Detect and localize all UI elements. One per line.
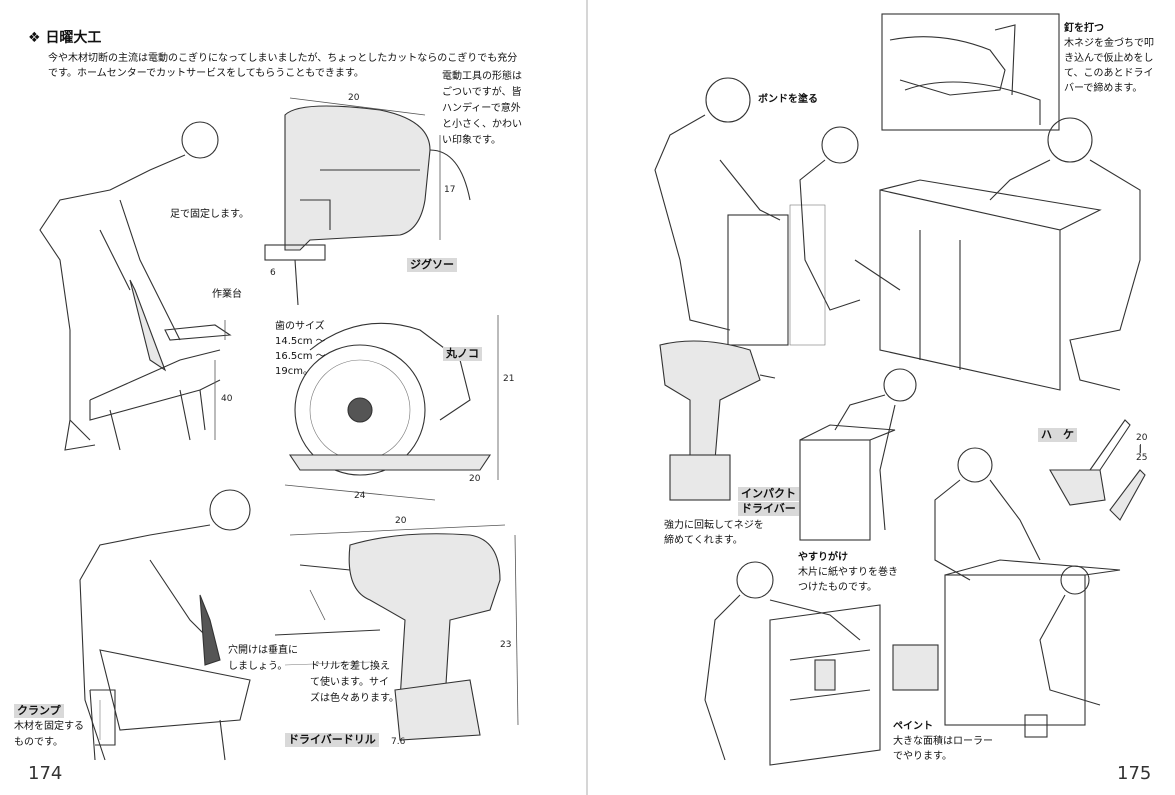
dim-saw-width: 24 xyxy=(354,491,366,501)
label-brush: ハ ケ xyxy=(1038,428,1077,442)
label-jigsaw: ジグソー xyxy=(407,258,457,272)
note-foot: 足で固定します。 xyxy=(170,209,249,220)
note-bits-2: て使います。サイ xyxy=(310,677,389,688)
page-number-left: 174 xyxy=(28,763,63,784)
hammer-inset-illustration xyxy=(881,13,1060,131)
impact-driver-illustration xyxy=(659,340,776,501)
circular-saw-illustration xyxy=(284,315,499,501)
intro-line-1: 今や木材切断の主流は電動のこぎりになってしまいましたが、ちょっとしたカットならの… xyxy=(48,53,518,64)
note-impact-2: 締めてくれます。 xyxy=(664,535,743,546)
note-bits-1: ドリルを差し換え xyxy=(310,661,390,672)
note-nail-3: て、このあとドライ xyxy=(1064,68,1154,79)
blade-size-3: 16.5cm 〜 xyxy=(275,351,326,362)
man-sawing-illustration xyxy=(39,121,232,451)
note-power-tools-3: ハンディーで意外 xyxy=(442,103,521,114)
dim-drill-width: 20 xyxy=(395,516,407,526)
dim-saw-depth: 20 xyxy=(469,474,481,484)
page-number-right: 175 xyxy=(1117,763,1152,784)
dim-jigsaw-height: 17 xyxy=(444,185,456,195)
note-nail-1: 木ネジを金づちで叩 xyxy=(1064,38,1154,49)
jigsaw-illustration xyxy=(264,97,471,306)
note-vertical-1: 穴開けは垂直に xyxy=(228,645,298,656)
heading-symbol: ❖ xyxy=(28,30,41,46)
note-nail-title: 釘を打つ xyxy=(1064,23,1104,34)
note-impact-1: 強力に回転してネジを xyxy=(664,520,764,531)
note-nail-4: バーで締めます。 xyxy=(1064,83,1143,94)
note-paint-1: 大きな面積はローラー xyxy=(893,736,993,747)
heading-title: 日曜大工 xyxy=(45,30,102,46)
note-paint-2: でやります。 xyxy=(893,751,952,762)
note-clamp-1: 木材を固定する xyxy=(14,721,84,732)
box-nailing-illustration xyxy=(879,117,1141,391)
sanding-scene-illustration xyxy=(704,561,881,766)
dim-drill-depth: 7.6 xyxy=(391,737,406,747)
note-power-tools-1: 電動工具の形態は xyxy=(442,71,522,82)
brushes-illustration xyxy=(1049,419,1146,521)
painting-scene-illustration xyxy=(892,447,1121,738)
note-nail-2: き込んで仮止めをし xyxy=(1064,53,1154,64)
note-sanding-title: やすりがけ xyxy=(798,552,848,563)
driver-drill-illustration xyxy=(274,524,519,741)
section-heading: ❖ 日曜大工 xyxy=(28,29,101,47)
man-drilling-illustration xyxy=(79,489,251,761)
label-drill: ドライバードリル xyxy=(285,733,379,747)
note-workbench: 作業台 xyxy=(212,289,242,300)
note-power-tools-2: ごついですが、皆 xyxy=(442,87,522,98)
note-sanding-1: 木片に紙やすりを巻き xyxy=(798,567,898,578)
note-power-tools-5: い印象です。 xyxy=(442,135,501,146)
blade-size-2: 14.5cm 〜 xyxy=(275,336,326,347)
label-impact-1: インパクト xyxy=(738,487,799,501)
blade-size-1: 歯のサイズ xyxy=(275,321,325,332)
note-power-tools-4: と小さく、かわい xyxy=(442,119,522,130)
small-box-drill-illustration xyxy=(799,368,917,541)
label-clamp: クランプ xyxy=(14,704,64,718)
intro-line-2: です。ホームセンターでカットサービスをしてもらうこともできます。 xyxy=(48,68,364,79)
note-vertical-2: しましょう。 xyxy=(228,661,288,672)
dim-bench: 40 xyxy=(221,394,233,404)
glue-scene-illustration xyxy=(654,77,901,346)
dim-brush-min: 20 xyxy=(1136,433,1148,443)
dim-brush-max: 25 xyxy=(1136,453,1148,463)
label-impact-2: ドライバー xyxy=(738,502,799,516)
dim-saw-height: 21 xyxy=(503,374,515,384)
note-glue: ボンドを塗る xyxy=(758,94,818,105)
note-paint-title: ペイント xyxy=(893,721,933,732)
dim-jigsaw-blade: 6 xyxy=(270,268,276,278)
dim-jigsaw-width: 20 xyxy=(348,93,360,103)
dim-drill-height: 23 xyxy=(500,640,512,650)
dim-brush-sep: | xyxy=(1139,444,1143,454)
clamp-illustration xyxy=(90,689,116,746)
note-bits-3: ズは色々あります。 xyxy=(310,693,399,704)
label-circular-saw: 丸ノコ xyxy=(443,347,482,361)
note-sanding-2: つけたものです。 xyxy=(798,582,877,593)
blade-size-4: 19cm。 xyxy=(275,366,313,377)
note-clamp-2: ものです。 xyxy=(14,737,63,748)
